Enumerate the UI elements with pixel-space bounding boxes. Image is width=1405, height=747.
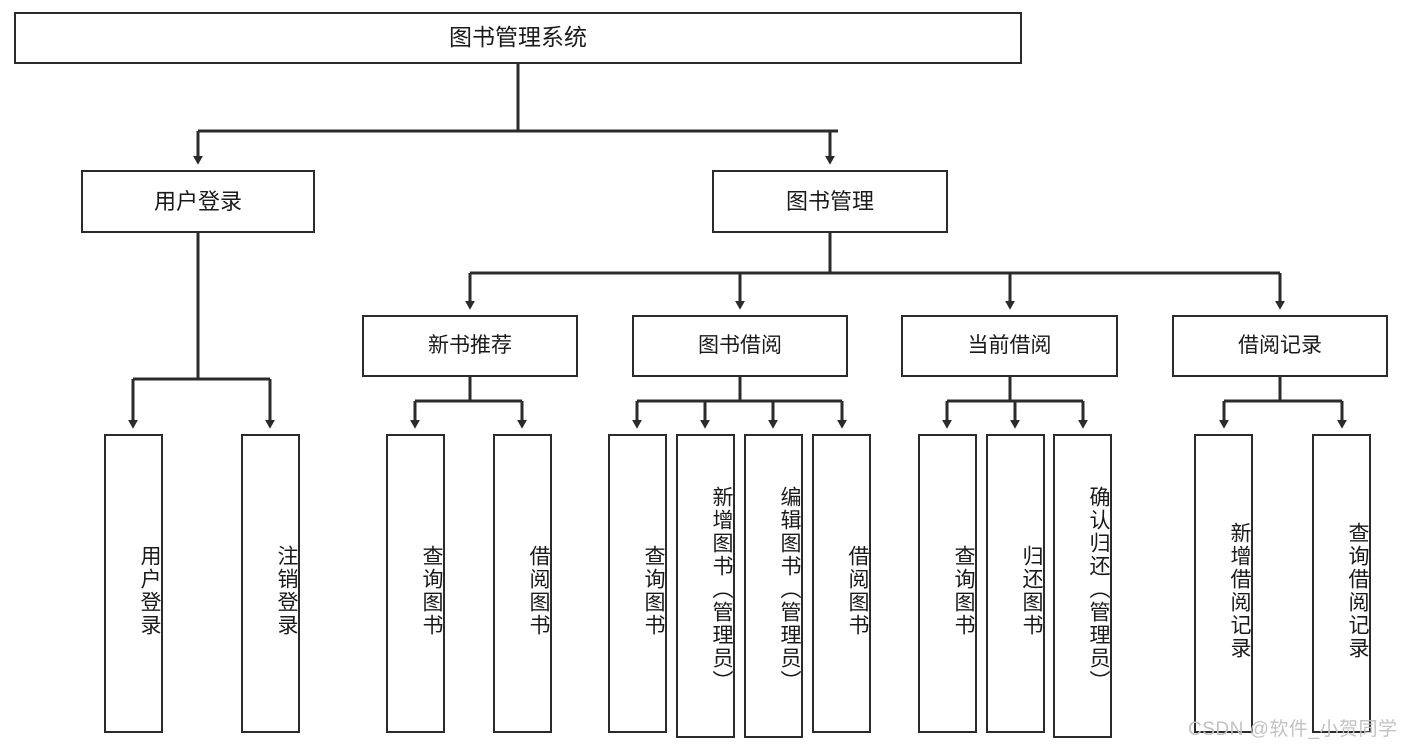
node-label: 归还图书 xyxy=(1020,544,1043,637)
node-label: 注销登录 xyxy=(275,544,298,637)
node-label: 用户登录 xyxy=(153,188,242,214)
node-label: 查询图书 xyxy=(952,544,975,637)
node-label: 查询借阅记录 xyxy=(1346,521,1369,660)
node-label: 确认归还（管理员） xyxy=(1087,485,1110,693)
leaf-user-login-2[interactable]: 注销登录 xyxy=(241,434,300,733)
node-label: 用户登录 xyxy=(138,544,161,637)
node-current-borrow[interactable]: 当前借阅 xyxy=(901,315,1118,377)
node-label: 图书管理系统 xyxy=(449,24,587,51)
node-label: 新书推荐 xyxy=(428,333,512,357)
leaf-new-book-2[interactable]: 借阅图书 xyxy=(493,434,552,733)
node-borrow-record[interactable]: 借阅记录 xyxy=(1172,315,1388,377)
leaf-current-borrow-1[interactable]: 查询图书 xyxy=(918,434,977,733)
node-root-book-management-system[interactable]: 图书管理系统 xyxy=(14,12,1022,64)
node-label: 借阅图书 xyxy=(846,544,869,637)
leaf-current-borrow-3[interactable]: 确认归还（管理员） xyxy=(1053,434,1112,738)
leaf-book-borrow-4[interactable]: 借阅图书 xyxy=(812,434,871,733)
node-new-book-recommend[interactable]: 新书推荐 xyxy=(362,315,578,377)
leaf-borrow-record-1[interactable]: 新增借阅记录 xyxy=(1194,434,1253,733)
leaf-book-borrow-2[interactable]: 新增图书（管理员） xyxy=(676,434,735,738)
node-book-management[interactable]: 图书管理 xyxy=(712,170,948,233)
node-label: 查询图书 xyxy=(420,544,443,637)
watermark: CSDN @软件_小贺同学 xyxy=(1188,719,1398,740)
leaf-new-book-1[interactable]: 查询图书 xyxy=(386,434,445,733)
node-label: 图书管理 xyxy=(785,188,874,214)
node-label: 新增借阅记录 xyxy=(1228,521,1251,660)
node-user-login[interactable]: 用户登录 xyxy=(81,170,315,233)
node-label: 借阅记录 xyxy=(1238,333,1322,357)
leaf-current-borrow-2[interactable]: 归还图书 xyxy=(986,434,1045,733)
node-label: 编辑图书（管理员） xyxy=(778,485,801,693)
node-label: 当前借阅 xyxy=(967,333,1052,357)
leaf-borrow-record-2[interactable]: 查询借阅记录 xyxy=(1312,434,1371,733)
node-label: 借阅图书 xyxy=(527,544,550,637)
node-label: 图书借阅 xyxy=(698,333,782,357)
node-label: 查询图书 xyxy=(642,544,665,637)
node-label: 新增图书（管理员） xyxy=(710,485,733,693)
leaf-book-borrow-1[interactable]: 查询图书 xyxy=(608,434,667,733)
node-book-borrow[interactable]: 图书借阅 xyxy=(632,315,848,377)
leaf-user-login-1[interactable]: 用户登录 xyxy=(104,434,163,733)
leaf-book-borrow-3[interactable]: 编辑图书（管理员） xyxy=(744,434,803,738)
